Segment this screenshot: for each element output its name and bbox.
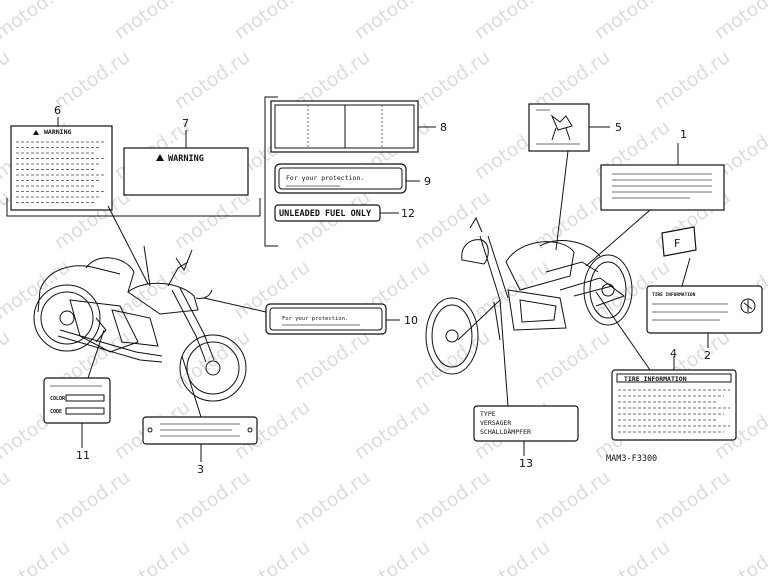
label-5 [528, 103, 590, 152]
callout-12: 12 [401, 207, 415, 220]
label-1 [600, 164, 725, 211]
right-front-wheel [425, 297, 479, 375]
callout-10: 10 [404, 314, 418, 327]
label-9-text: For your protection. [286, 174, 364, 182]
label-9: For your protection. [274, 163, 407, 194]
label-12: UNLEADED FUEL ONLY [274, 204, 381, 222]
part-code: MAM3-F3300 [606, 454, 657, 464]
left-front-wheel [179, 334, 247, 402]
right-rear-wheel [583, 254, 633, 326]
label-6-text: WARNING [44, 128, 71, 136]
callout-4: 4 [670, 347, 677, 360]
label-7-text: WARNING [168, 154, 204, 164]
label-2: TIRE INFORMATION [646, 285, 763, 334]
callout-6: 6 [54, 104, 61, 117]
label-11-code: CODE [50, 409, 62, 415]
label-13: TYPE VERSAGER SCHALLDÄMPFER [473, 405, 579, 442]
right-motorcycle [425, 216, 633, 375]
callout-13: 13 [519, 457, 533, 470]
callout-1: 1 [680, 128, 687, 141]
left-motorcycle [33, 249, 247, 402]
callout-5: 5 [615, 121, 622, 134]
callout-3: 3 [197, 463, 204, 476]
label-10-text: For your protection. [282, 316, 348, 322]
label-13-schall: SCHALLDÄMPFER [480, 427, 531, 436]
small-tag: F [661, 226, 697, 257]
label-13-type: TYPE [480, 410, 496, 418]
leader-lines [57, 117, 709, 462]
callout-11: 11 [76, 449, 90, 462]
label-6: WARNING [10, 125, 113, 211]
callout-9: 9 [424, 175, 431, 188]
label-2-text: TIRE INFORMATION [652, 292, 696, 298]
label-11-color: COLOR [50, 396, 66, 402]
label-11: COLOR CODE [43, 377, 111, 424]
label-4-text: TIRE INFORMATION [624, 375, 687, 383]
callout-numbers: 1 2 3 4 5 6 7 8 9 10 11 12 13 [54, 104, 711, 476]
left-rear-wheel [33, 284, 101, 352]
label-7: WARNING [123, 147, 249, 196]
svg-text:F: F [674, 237, 680, 250]
label-4: TIRE INFORMATION [611, 369, 737, 441]
callout-2: 2 [704, 349, 711, 362]
label-10: For your protection. [265, 303, 387, 335]
callout-8: 8 [440, 121, 447, 134]
label-12-text: UNLEADED FUEL ONLY [279, 209, 372, 219]
label-13-versager: VERSAGER [480, 419, 511, 427]
label-3 [142, 416, 258, 445]
label-8 [270, 100, 419, 153]
callout-7: 7 [182, 117, 189, 130]
